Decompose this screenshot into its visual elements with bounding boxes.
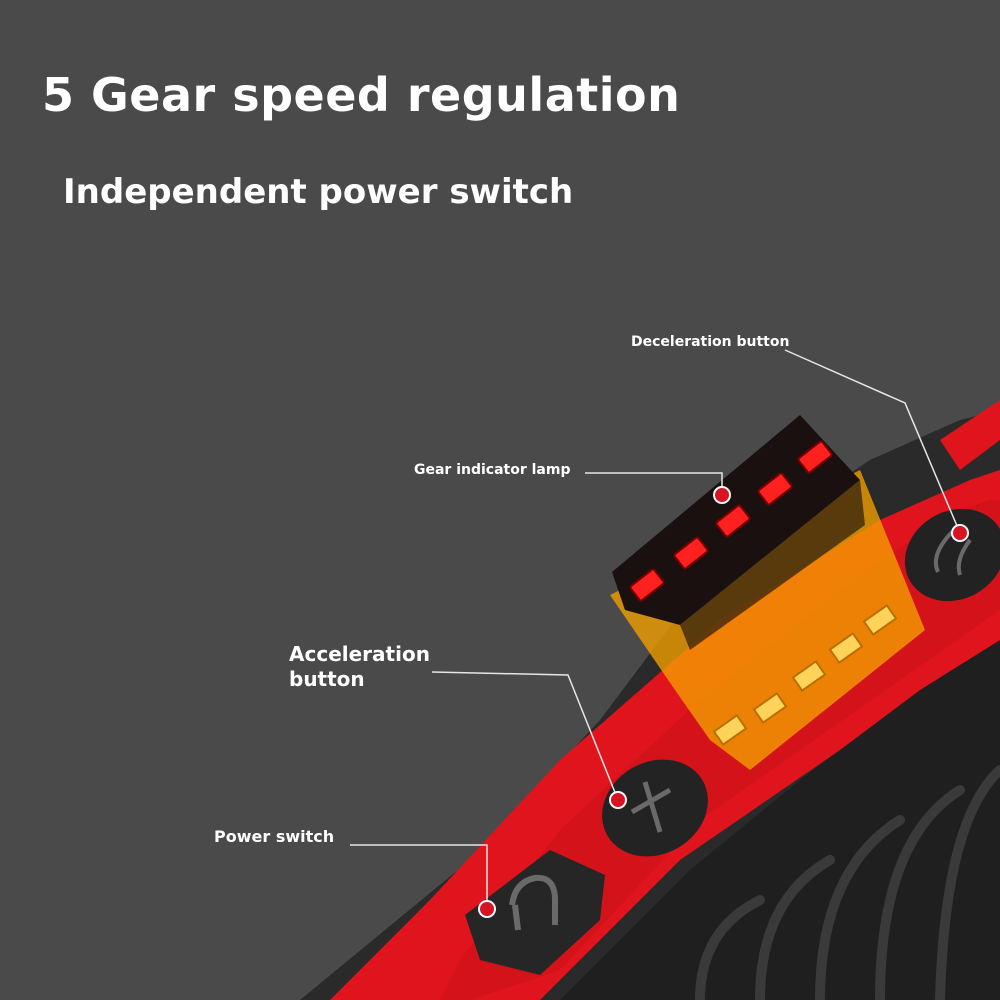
callout-acceleration-line2: button xyxy=(289,667,365,691)
marker-acceleration xyxy=(609,791,627,809)
marker-gear-lamp xyxy=(713,486,731,504)
gear-indicator-lamp-face xyxy=(680,480,865,650)
projected-lamp-slots xyxy=(712,604,898,746)
power-icon xyxy=(509,874,558,931)
gear-lamp-leds xyxy=(629,440,833,602)
callout-acceleration-button: Acceleration button xyxy=(289,642,430,692)
deceleration-button-shape xyxy=(904,508,1000,602)
minus-icon xyxy=(933,530,972,576)
leader-gear-lamp xyxy=(585,472,723,493)
callout-deceleration-button: Deceleration button xyxy=(631,334,790,350)
lamp-highlight-projection xyxy=(610,470,925,770)
leader-acceleration xyxy=(431,671,619,801)
device-top-edge xyxy=(940,400,1000,470)
marker-deceleration xyxy=(951,524,969,542)
plus-icon xyxy=(630,781,672,833)
headline: 5 Gear speed regulation xyxy=(42,68,681,122)
grip-ribs xyxy=(695,765,1000,1000)
callout-gear-indicator-lamp: Gear indicator lamp xyxy=(414,462,571,478)
subhead: Independent power switch xyxy=(63,172,574,212)
marker-dots xyxy=(478,486,969,918)
callout-acceleration-line1: Acceleration xyxy=(289,642,430,666)
marker-power xyxy=(478,900,496,918)
leader-power xyxy=(350,844,488,907)
leader-deceleration xyxy=(784,349,961,534)
callout-power-switch: Power switch xyxy=(214,827,335,846)
acceleration-button-shape xyxy=(602,759,708,857)
power-switch-shape xyxy=(465,850,605,975)
